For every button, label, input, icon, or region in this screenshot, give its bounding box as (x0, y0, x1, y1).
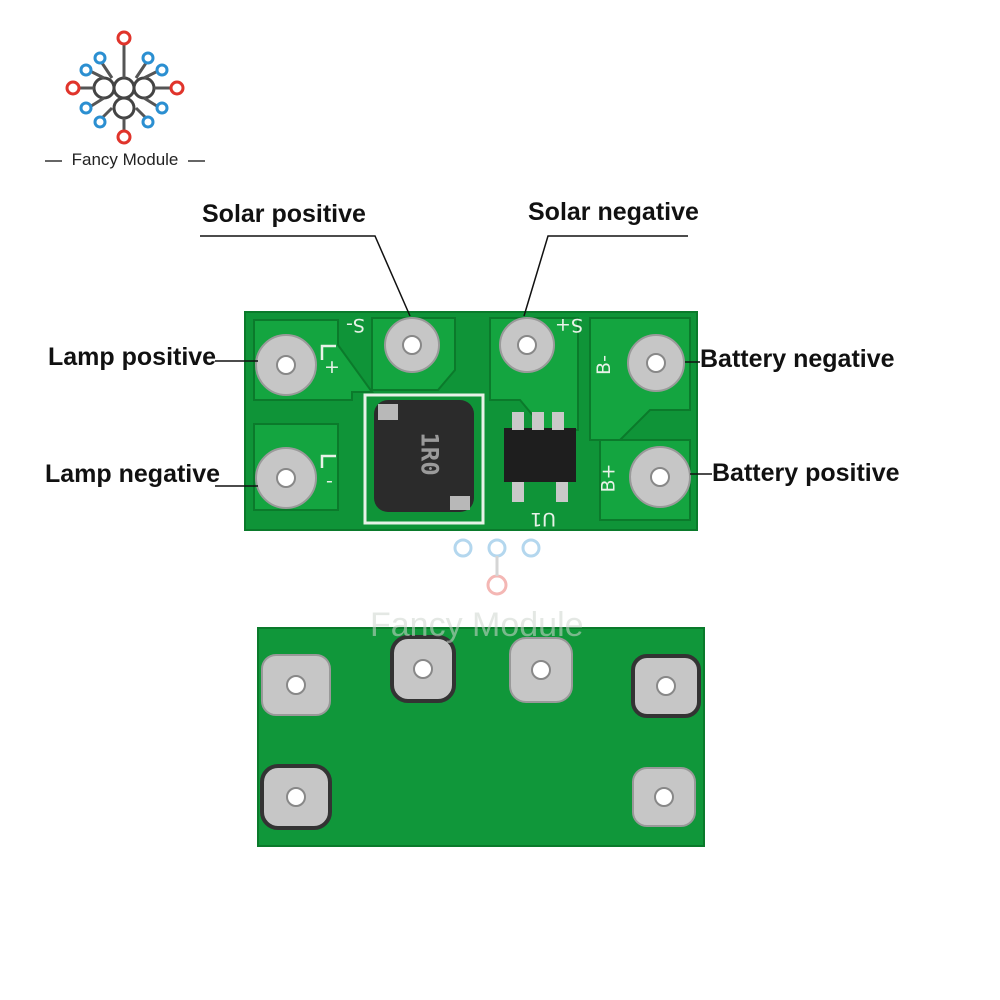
back-pad (509, 637, 573, 703)
pad-lamp-positive (255, 334, 317, 396)
pcb-front (244, 311, 698, 531)
brand-logo-icon (75, 40, 175, 135)
back-pad (632, 767, 696, 827)
pcb-back (257, 627, 705, 847)
label-lamp-negative: Lamp negative (45, 460, 221, 488)
back-pad (631, 654, 701, 718)
back-pad (260, 764, 332, 830)
silk-battery-minus: B- (592, 355, 615, 375)
silk-solar-minus: S- (346, 314, 365, 336)
pad-lamp-negative (255, 447, 317, 509)
label-solar-positive: Solar positive (202, 200, 366, 228)
brand-name: Fancy Module (71, 150, 179, 169)
silk-battery-plus: B+ (597, 463, 620, 493)
logo-nodes-icon (65, 30, 185, 145)
back-pad (390, 635, 456, 703)
back-pad (261, 654, 331, 716)
pad-battery-negative (627, 334, 685, 392)
pad-battery-positive (629, 446, 691, 508)
inductor-marking: 1R0 (415, 432, 444, 476)
label-solar-negative: Solar negative (528, 198, 699, 226)
pad-solar-positive (499, 317, 555, 373)
silk-lamp-plus: + (324, 356, 340, 378)
label-battery-positive: Battery positive (712, 459, 900, 487)
pad-solar-negative (384, 317, 440, 373)
label-battery-negative: Battery negative (700, 345, 895, 373)
label-lamp-positive: Lamp positive (48, 343, 217, 371)
silk-lamp-minus: - (326, 470, 333, 492)
silk-chip-ref: U1 (530, 508, 556, 530)
watermark-text: Fancy Module (370, 606, 584, 644)
watermark-circuit-icon (453, 538, 541, 596)
callout-leaders (200, 235, 712, 487)
silk-solar-plus: S+ (555, 314, 583, 336)
